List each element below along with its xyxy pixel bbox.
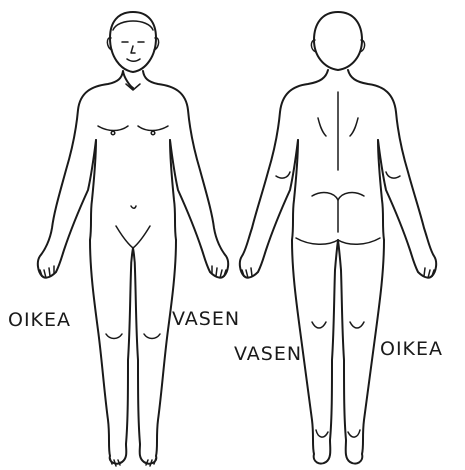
front-legs [90, 240, 133, 464]
front-figure [38, 12, 228, 466]
label-front-right-side: VASEN [172, 308, 240, 330]
label-back-right-side: OIKEA [380, 338, 443, 360]
label-back-left-side: VASEN [234, 343, 302, 365]
back-figure [240, 12, 436, 464]
back-head [314, 12, 362, 70]
back-body-outline [240, 70, 328, 276]
label-front-left-side: OIKEA [8, 309, 71, 331]
front-body-outline [38, 71, 133, 276]
